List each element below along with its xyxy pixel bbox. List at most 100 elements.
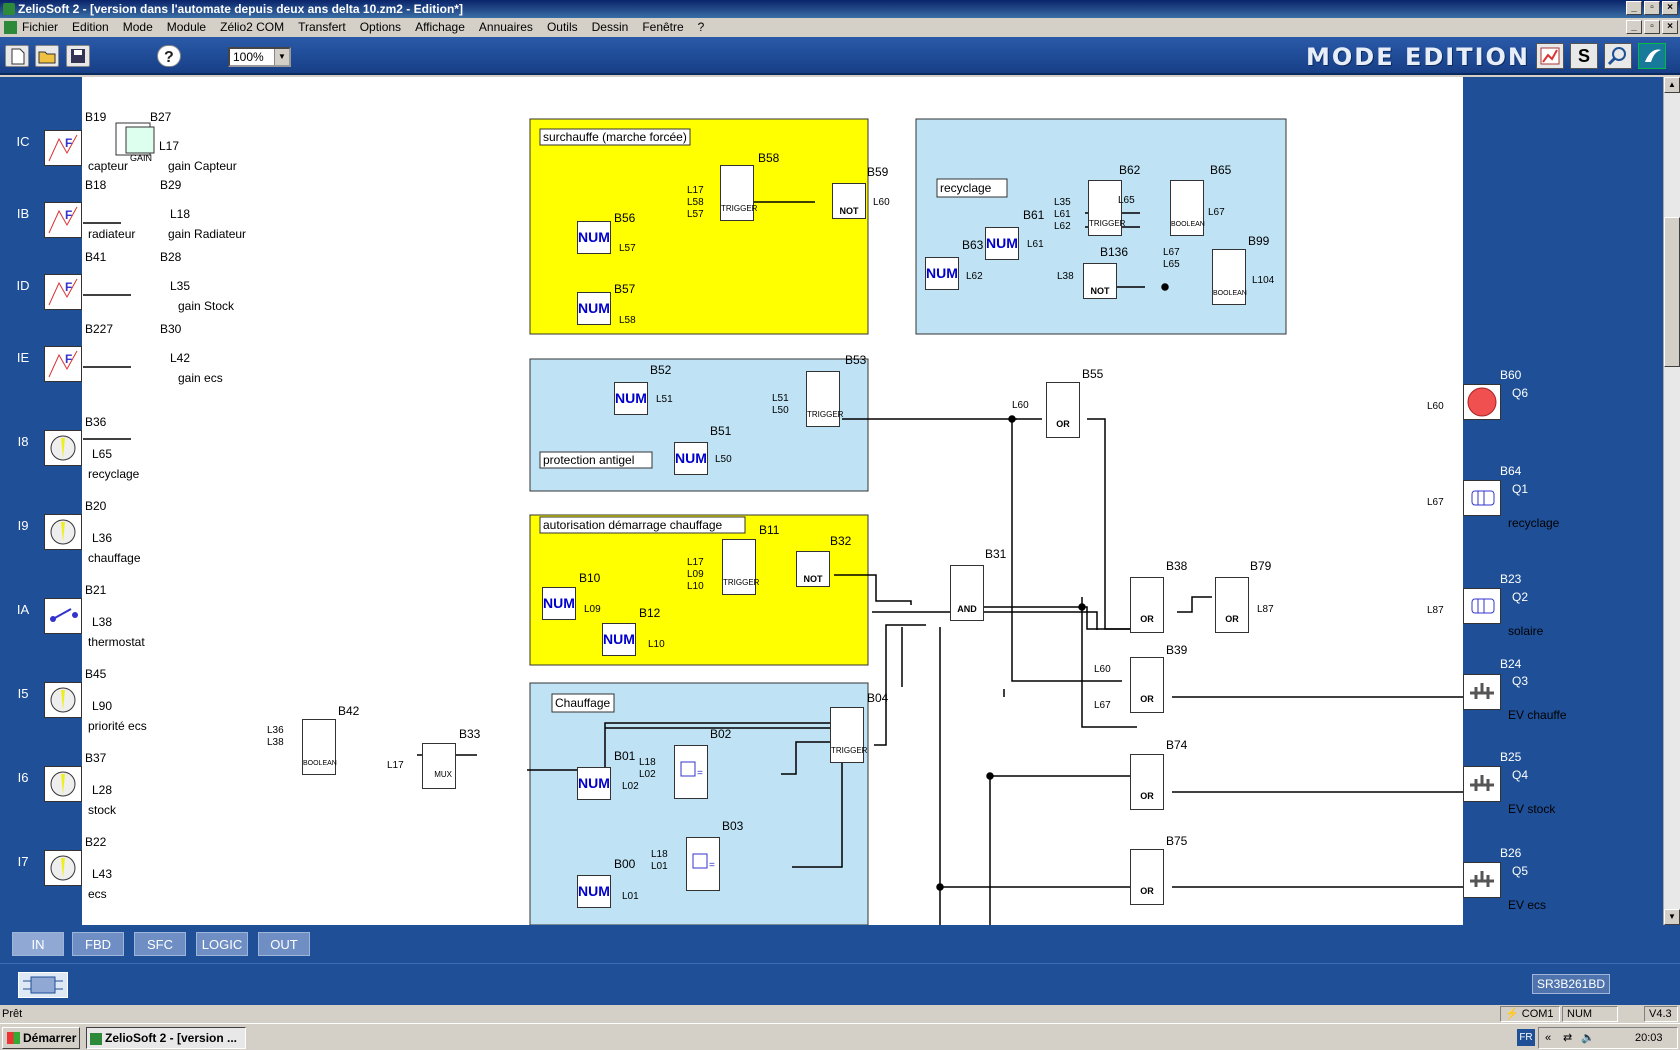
tab-in[interactable]: IN <box>12 932 64 956</box>
group-demarrage[interactable]: autorisation démarrage chauffage <box>529 514 869 666</box>
simulation-button[interactable]: S <box>1570 43 1598 69</box>
selector-switch-icon[interactable] <box>44 766 82 802</box>
block-and-b31[interactable]: AND <box>950 565 984 621</box>
menu-annuaires[interactable]: Annuaires <box>478 20 533 34</box>
magnifier-icon[interactable] <box>1604 43 1632 69</box>
scroll-down-icon[interactable]: ▼ <box>1664 909 1680 925</box>
block-num-b57[interactable]: NUM <box>577 292 611 325</box>
block-or-b55[interactable]: OR <box>1046 382 1080 438</box>
block-trigger-b04[interactable]: TRIGGER <box>830 707 867 763</box>
block-boolean-b99[interactable]: BOOLEAN <box>1212 249 1247 305</box>
tab-logic[interactable]: LOGIC <box>196 932 248 956</box>
save-icon[interactable] <box>66 45 90 67</box>
selector-switch-icon[interactable] <box>44 430 82 466</box>
restore-button[interactable]: ▫ <box>1644 1 1660 15</box>
analog-input-icon[interactable]: F <box>44 130 82 166</box>
block-not-b136[interactable]: NOT <box>1083 263 1117 299</box>
close-button[interactable]: × <box>1662 1 1678 15</box>
block-num-b61[interactable]: NUM <box>985 227 1019 260</box>
selector-switch-icon[interactable] <box>44 514 82 550</box>
block-not-b32[interactable]: NOT <box>796 551 830 587</box>
block-num-b52[interactable]: NUM <box>614 382 648 415</box>
block-num-b10[interactable]: NUM <box>542 587 576 620</box>
block-num-b51[interactable]: NUM <box>674 442 708 475</box>
link-label: L02 <box>639 769 656 780</box>
doc-close-button[interactable]: × <box>1662 20 1678 34</box>
menu-dessin[interactable]: Dessin <box>591 20 629 34</box>
zoom-select[interactable]: 100% ▼ <box>228 47 291 67</box>
motor-icon[interactable] <box>1463 588 1501 624</box>
language-indicator[interactable]: FR <box>1517 1029 1535 1046</box>
block-num-b56[interactable]: NUM <box>577 221 611 254</box>
menu-transfert[interactable]: Transfert <box>298 20 346 34</box>
block-trigger-b62[interactable]: TRIGGER <box>1088 180 1125 236</box>
tab-out[interactable]: OUT <box>258 932 310 956</box>
new-file-icon[interactable] <box>5 45 29 67</box>
scroll-thumb[interactable] <box>1664 217 1680 367</box>
vertical-scrollbar[interactable]: ▲ ▼ <box>1663 77 1680 925</box>
volume-icon[interactable]: 🔈 <box>1581 1032 1595 1044</box>
indicator-lamp-icon[interactable] <box>1463 384 1501 420</box>
valve-icon[interactable] <box>1463 766 1501 802</box>
tab-fbd[interactable]: FBD <box>72 932 124 956</box>
block-num-b63[interactable]: NUM <box>925 257 959 290</box>
minimize-button[interactable]: _ <box>1626 1 1642 15</box>
block-or-b75[interactable]: OR <box>1130 849 1164 905</box>
start-button[interactable]: Démarrer <box>2 1027 80 1049</box>
chevron-down-icon[interactable]: ▼ <box>274 49 289 65</box>
link-label: L61 <box>1054 209 1071 220</box>
block-boolean-b65[interactable]: BOOLEAN <box>1170 180 1205 236</box>
help-icon[interactable]: ? <box>157 45 181 67</box>
menu-fichier[interactable]: Fichier <box>22 20 59 34</box>
menu-zelio-com[interactable]: Zélio2 COM <box>220 20 285 34</box>
block-compare-b02[interactable]: = <box>674 745 708 799</box>
tab-sfc[interactable]: SFC <box>134 932 186 956</box>
menu-help[interactable]: ? <box>697 20 705 34</box>
scroll-up-icon[interactable]: ▲ <box>1664 77 1680 93</box>
menu-edition[interactable]: Edition <box>72 20 109 34</box>
block-boolean-b42[interactable]: BOOLEAN <box>302 719 337 775</box>
block-or-b79[interactable]: OR <box>1215 577 1249 633</box>
block-num-b01[interactable]: NUM <box>577 767 611 800</box>
menu-mode[interactable]: Mode <box>122 20 153 34</box>
fbd-canvas[interactable]: surchauffe (marche forcée) recyclage pro… <box>82 77 1463 925</box>
analog-input-icon[interactable]: F <box>44 346 82 382</box>
block-num-b00[interactable]: NUM <box>577 875 611 908</box>
analog-input-icon[interactable]: F <box>44 274 82 310</box>
selector-switch-icon[interactable] <box>44 850 82 886</box>
contact-switch-icon[interactable] <box>44 598 82 634</box>
block-trigger-b58[interactable]: TRIGGER <box>720 165 757 221</box>
block-or-b39[interactable]: OR <box>1130 657 1164 713</box>
menu-outils[interactable]: Outils <box>546 20 578 34</box>
taskbar-item-zeliosoft[interactable]: ZelioSoft 2 - [version ... <box>86 1027 246 1049</box>
menu-fenetre[interactable]: Fenêtre <box>642 20 684 34</box>
block-mux-b33[interactable]: MUX <box>422 743 456 789</box>
doc-minimize-button[interactable]: _ <box>1626 20 1642 34</box>
block-trigger-b53[interactable]: TRIGGER <box>806 371 843 427</box>
module-config-icon[interactable] <box>18 972 68 998</box>
block-trigger-b11[interactable]: TRIGGER <box>722 539 759 595</box>
doc-restore-button[interactable]: ▫ <box>1644 20 1660 34</box>
caption: gain Stock <box>178 299 235 313</box>
input-ic-label: IC <box>16 134 30 149</box>
motor-icon[interactable] <box>1463 480 1501 516</box>
block-gain[interactable]: GAIN <box>115 122 155 163</box>
selector-switch-icon[interactable] <box>44 682 82 718</box>
menu-affichage[interactable]: Affichage <box>415 20 465 34</box>
valve-icon[interactable] <box>1463 862 1501 898</box>
valve-icon[interactable] <box>1463 674 1501 710</box>
network-icon[interactable]: ⇄ <box>1563 1032 1573 1044</box>
analog-input-icon[interactable]: F <box>44 202 82 238</box>
clock[interactable]: 20:03 <box>1635 1032 1663 1044</box>
block-id: B74 <box>1166 738 1188 752</box>
block-or-b74[interactable]: OR <box>1130 754 1164 810</box>
block-compare-b03[interactable]: = <box>686 837 720 891</box>
block-not-b59[interactable]: NOT <box>832 183 866 219</box>
tray-chevron-icon[interactable]: « <box>1545 1032 1552 1044</box>
block-num-b12[interactable]: NUM <box>602 623 636 656</box>
open-folder-icon[interactable] <box>35 45 59 67</box>
menu-module[interactable]: Module <box>166 20 207 34</box>
menu-options[interactable]: Options <box>359 20 402 34</box>
chart-icon[interactable] <box>1536 43 1564 69</box>
block-or-b38[interactable]: OR <box>1130 577 1164 633</box>
